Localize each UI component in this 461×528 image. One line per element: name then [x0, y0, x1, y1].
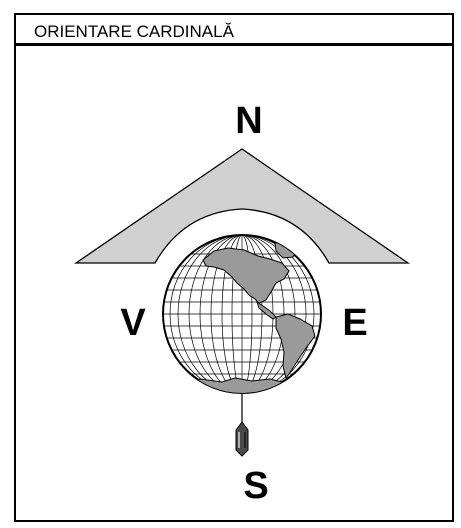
west-label: V: [120, 302, 146, 344]
east-label: E: [342, 302, 367, 344]
compass-needle-icon: [236, 393, 248, 456]
north-label: N: [235, 100, 262, 142]
globe-icon: [160, 235, 324, 402]
south-label: S: [243, 465, 268, 507]
